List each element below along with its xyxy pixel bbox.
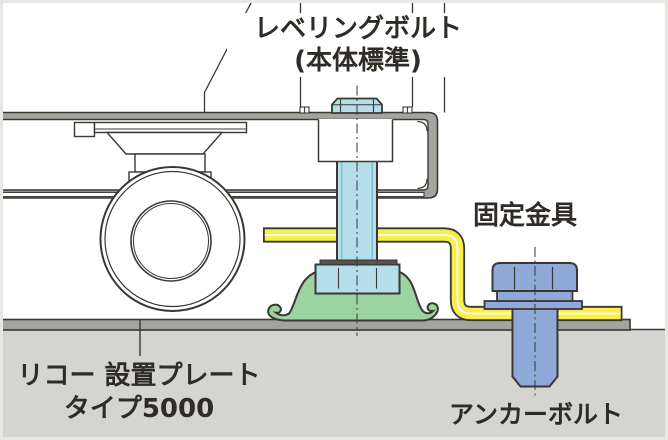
label-installation-plate: リコー 設置プレート タイプ5000 (10, 360, 268, 426)
anchor-bolt (483, 262, 583, 388)
leveling-bolt-housing (317, 119, 394, 163)
label-installation-plate-line2: タイプ5000 (63, 394, 215, 424)
fixing-bracket (263, 227, 623, 322)
label-leveling-bolt: レベリングボルト (本体標準) (227, 13, 489, 77)
frame-fillet-top (417, 120, 428, 132)
label-installation-plate-line1: リコー 設置プレート (17, 361, 261, 391)
anchor-bolt-head (491, 262, 578, 292)
frame-fillet-bottom (417, 178, 428, 190)
anchor-bolt-washer (483, 300, 583, 310)
label-anchor-bolt: アンカーボルト (449, 400, 624, 429)
label-fixing-bracket: 固定金具 (473, 201, 578, 231)
frame-tabs (299, 106, 413, 114)
label-leveling-bolt-line2: (本体標準) (294, 46, 422, 76)
centerlines (356, 85, 536, 398)
caster-wheel (99, 166, 246, 312)
foot-washer (319, 259, 398, 266)
label-leveling-bolt-line1: レベリングボルト (253, 14, 462, 44)
